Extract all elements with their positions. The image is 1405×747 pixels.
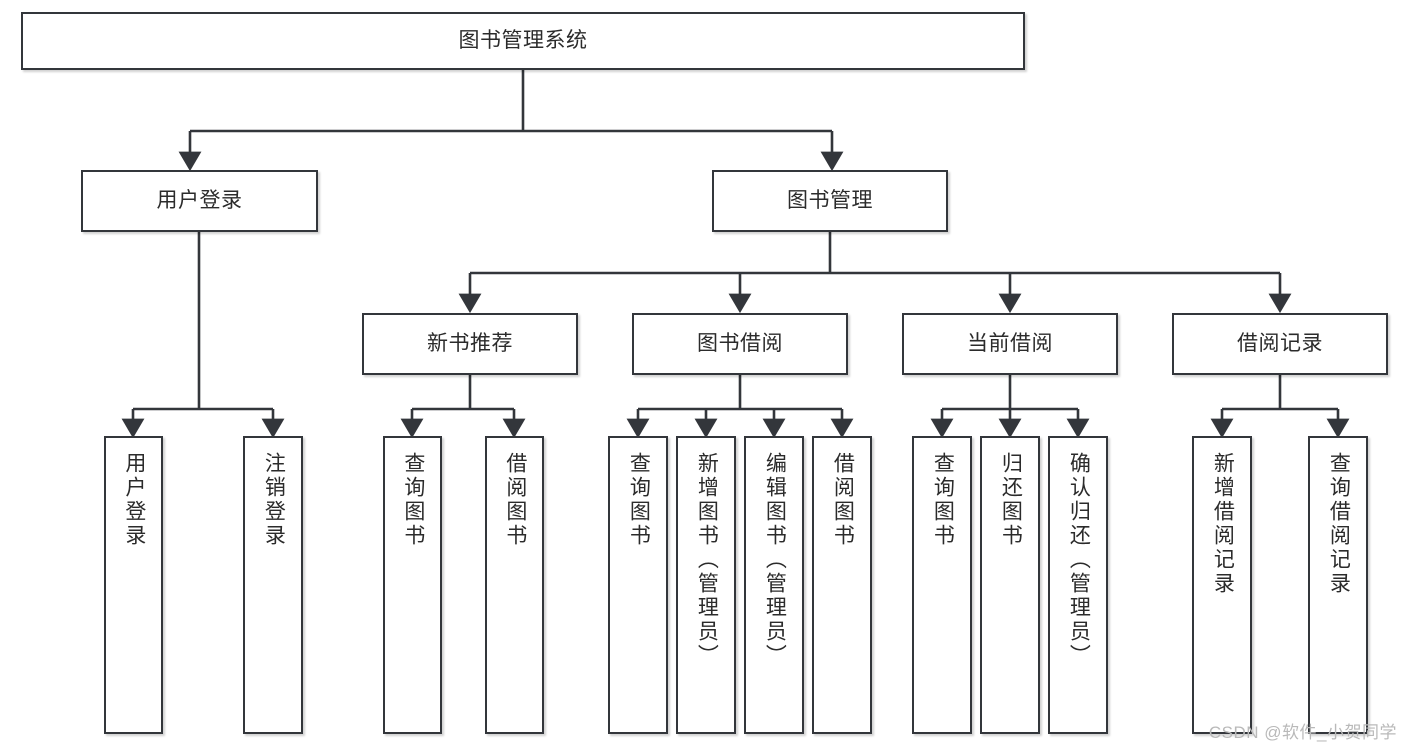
leaf-query-book-1[interactable]: 查询图书 [383, 436, 442, 734]
leaf-borrow-book-1-label: 借阅图书 [503, 452, 527, 548]
node-book-borrow[interactable]: 图书借阅 [632, 313, 848, 375]
leaf-add-book-label: 新增图书（管理员） [695, 452, 719, 668]
leaf-edit-book-label: 编辑图书（管理员） [763, 452, 787, 668]
leaf-return-book-label: 归还图书 [999, 452, 1023, 548]
node-borrow-records-label: 借阅记录 [1237, 332, 1323, 356]
leaf-return-book[interactable]: 归还图书 [980, 436, 1040, 734]
csdn-watermark: CSDN @软件_小贺同学 [1208, 723, 1397, 742]
leaf-borrow-book-2-label: 借阅图书 [831, 452, 855, 548]
node-book-borrow-label: 图书借阅 [697, 332, 783, 356]
leaf-confirm-return-label: 确认归还（管理员） [1067, 452, 1091, 668]
leaf-query-book-3[interactable]: 查询图书 [912, 436, 972, 734]
leaf-query-book-2-label: 查询图书 [627, 452, 651, 548]
leaf-query-book-1-label: 查询图书 [401, 452, 425, 548]
node-new-book-recommend-label: 新书推荐 [427, 332, 513, 356]
leaf-logout-label: 注销登录 [262, 452, 286, 548]
leaf-query-record-label: 查询借阅记录 [1327, 452, 1351, 596]
node-book-management[interactable]: 图书管理 [712, 170, 948, 232]
leaf-query-book-2[interactable]: 查询图书 [608, 436, 668, 734]
leaf-query-book-3-label: 查询图书 [931, 452, 955, 548]
leaf-add-record-label: 新增借阅记录 [1211, 452, 1235, 596]
leaf-edit-book[interactable]: 编辑图书（管理员） [744, 436, 804, 734]
node-book-management-label: 图书管理 [787, 189, 873, 213]
node-user-login-label: 用户登录 [156, 189, 243, 213]
leaf-borrow-book-2[interactable]: 借阅图书 [812, 436, 872, 734]
node-new-book-recommend[interactable]: 新书推荐 [362, 313, 578, 375]
node-root[interactable]: 图书管理系统 [21, 12, 1025, 70]
leaf-logout[interactable]: 注销登录 [243, 436, 303, 734]
leaf-query-record[interactable]: 查询借阅记录 [1308, 436, 1368, 734]
leaf-user-login[interactable]: 用户登录 [104, 436, 163, 734]
leaf-confirm-return[interactable]: 确认归还（管理员） [1048, 436, 1108, 734]
node-borrow-records[interactable]: 借阅记录 [1172, 313, 1388, 375]
node-user-login[interactable]: 用户登录 [81, 170, 318, 232]
leaf-borrow-book-1[interactable]: 借阅图书 [485, 436, 544, 734]
node-root-label: 图书管理系统 [458, 29, 588, 53]
node-current-borrow-label: 当前借阅 [967, 332, 1053, 356]
leaf-add-book[interactable]: 新增图书（管理员） [676, 436, 736, 734]
node-current-borrow[interactable]: 当前借阅 [902, 313, 1118, 375]
leaf-add-record[interactable]: 新增借阅记录 [1192, 436, 1252, 734]
leaf-user-login-label: 用户登录 [122, 452, 146, 548]
